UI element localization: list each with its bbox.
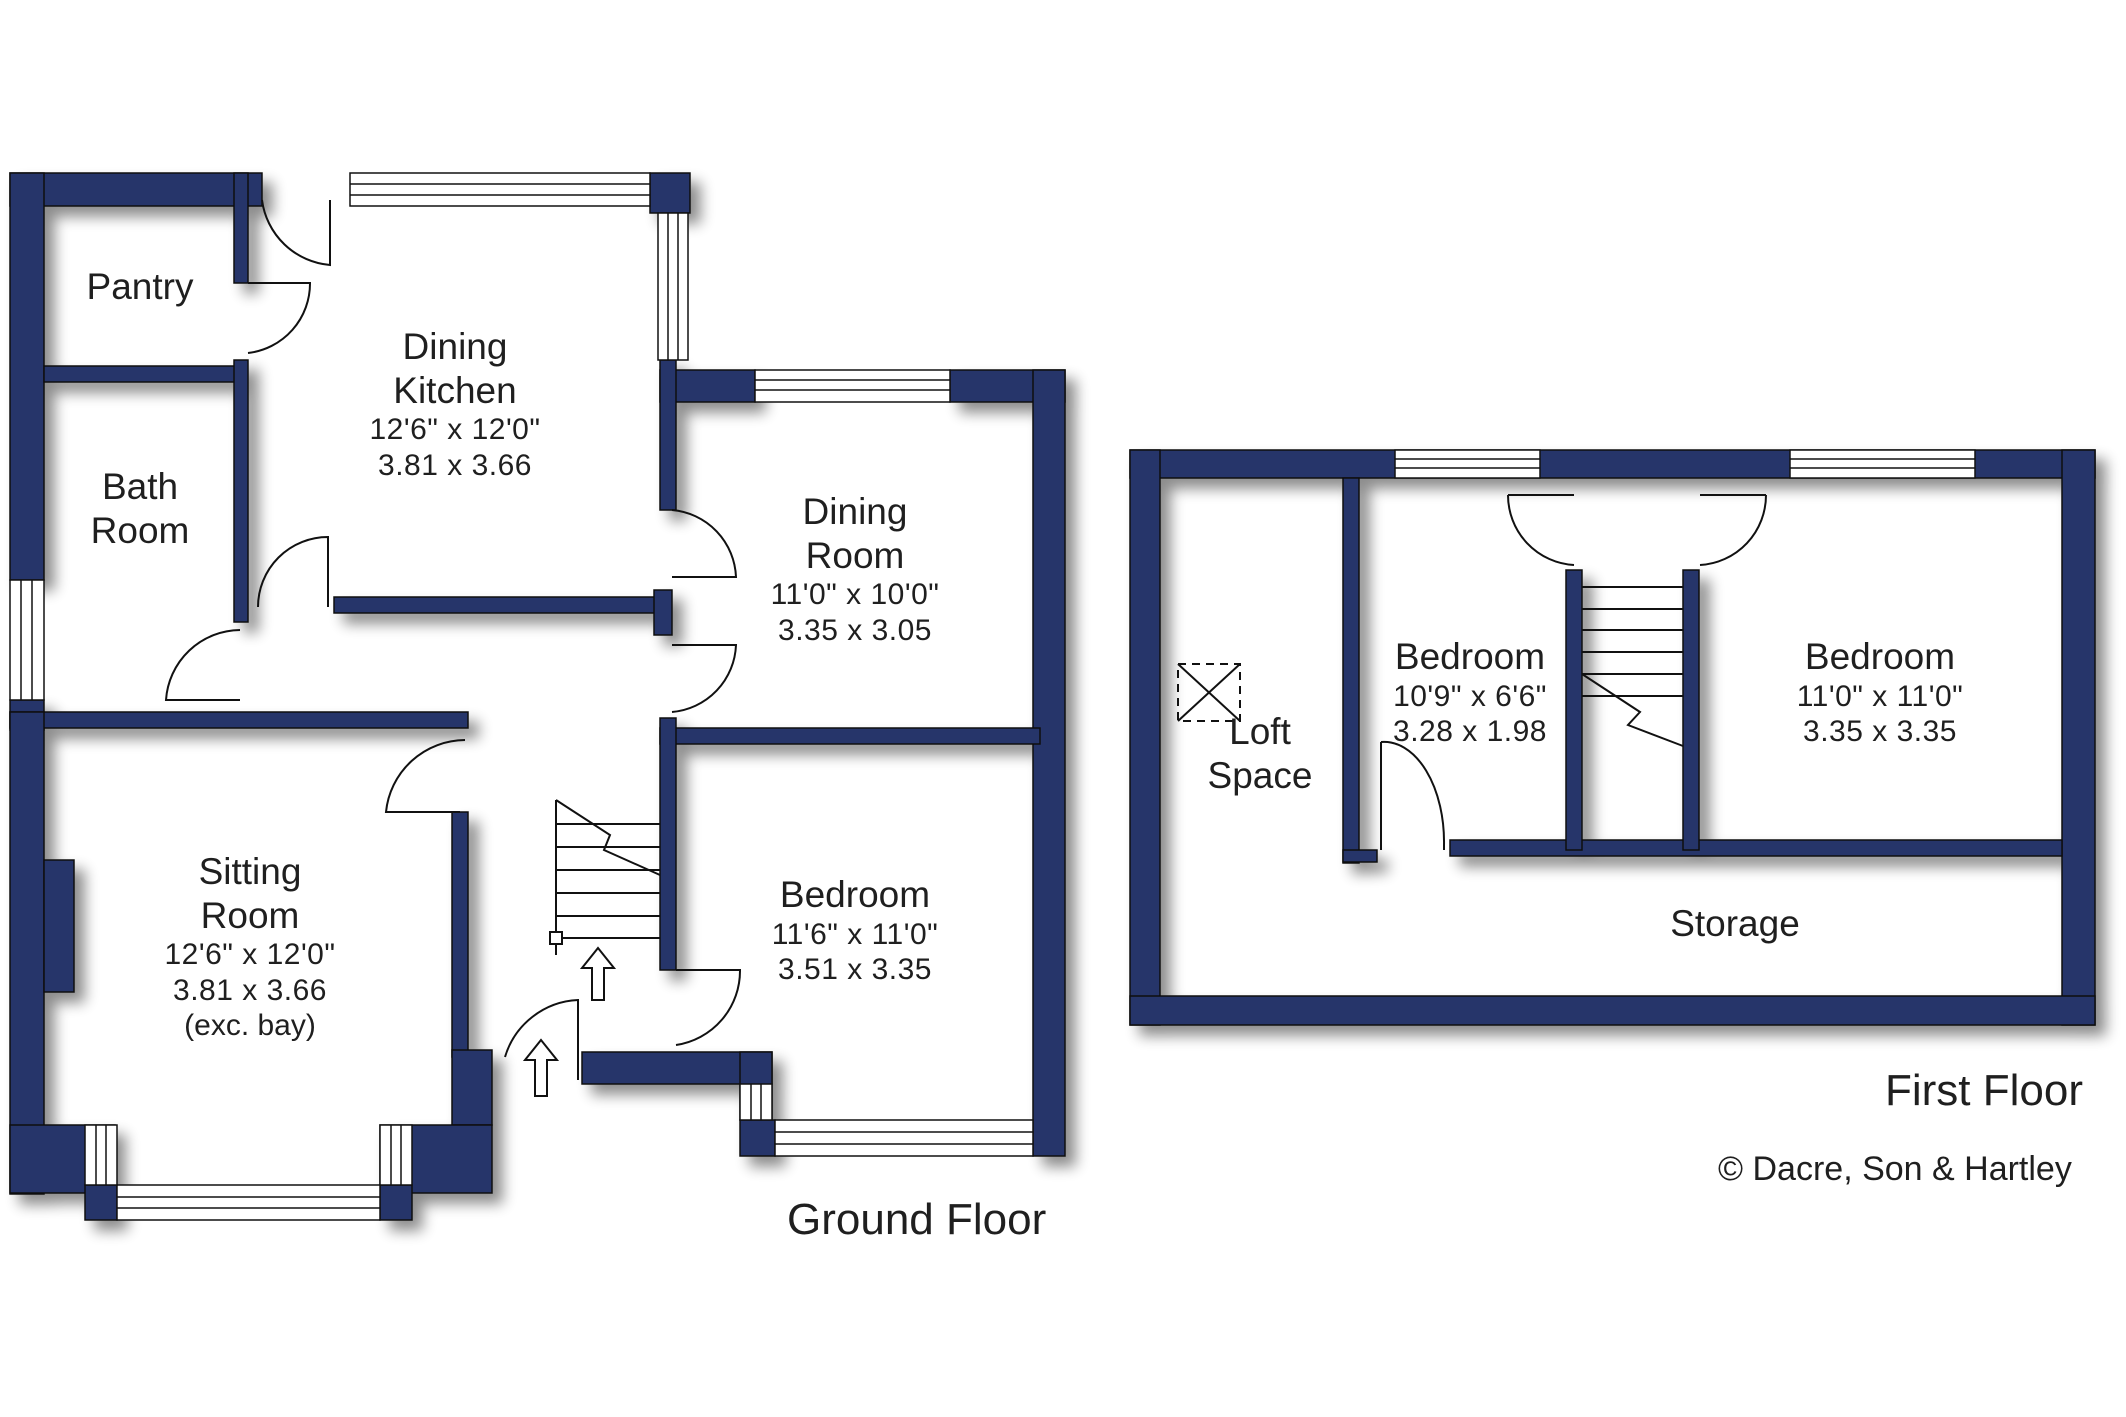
room-label-pantry: Pantry <box>86 266 194 307</box>
first-floor-windows <box>1394 449 1976 479</box>
room-label-loft-space: Loft Space <box>1207 711 1313 796</box>
entrance-arrow-icons <box>522 946 617 1097</box>
room-label-first-bedroom-small: Bedroom 10'9" x 6'6" 3.28 x 1.98 <box>1393 636 1547 749</box>
room-label-sitting-room: Sitting Room 12'6" x 12'0" 3.81 x 3.66 (… <box>164 851 336 1043</box>
first-floor-stairs-icon <box>1581 586 1684 747</box>
room-label-storage: Storage <box>1670 903 1800 944</box>
room-label-first-bedroom-large: Bedroom 11'0" x 11'0" 3.35 x 3.35 <box>1796 636 1964 749</box>
ground-floor-title: Ground Floor <box>787 1195 1047 1244</box>
loft-hatch-icon <box>1177 663 1241 722</box>
room-label-bath-room: Bath Room <box>90 466 190 551</box>
ground-floor-stairs-icon <box>549 799 661 955</box>
first-floor-title: First Floor <box>1885 1066 2083 1115</box>
room-label-dining-room: Dining Room 11'0" x 10'0" 3.35 x 3.05 <box>770 491 940 647</box>
ground-floor-doors <box>164 199 742 1080</box>
ground-floor-windows <box>9 172 1034 1221</box>
copyright-notice: © Dacre, Son & Hartley <box>1718 1150 2072 1188</box>
ground-floor-walls <box>9 172 1066 1221</box>
room-label-ground-bedroom: Bedroom 11'6" x 11'0" 3.51 x 3.35 <box>771 874 939 987</box>
room-label-dining-kitchen: Dining Kitchen 12'6" x 12'0" 3.81 x 3.66 <box>369 326 541 482</box>
first-floor-doors <box>1380 494 1768 850</box>
